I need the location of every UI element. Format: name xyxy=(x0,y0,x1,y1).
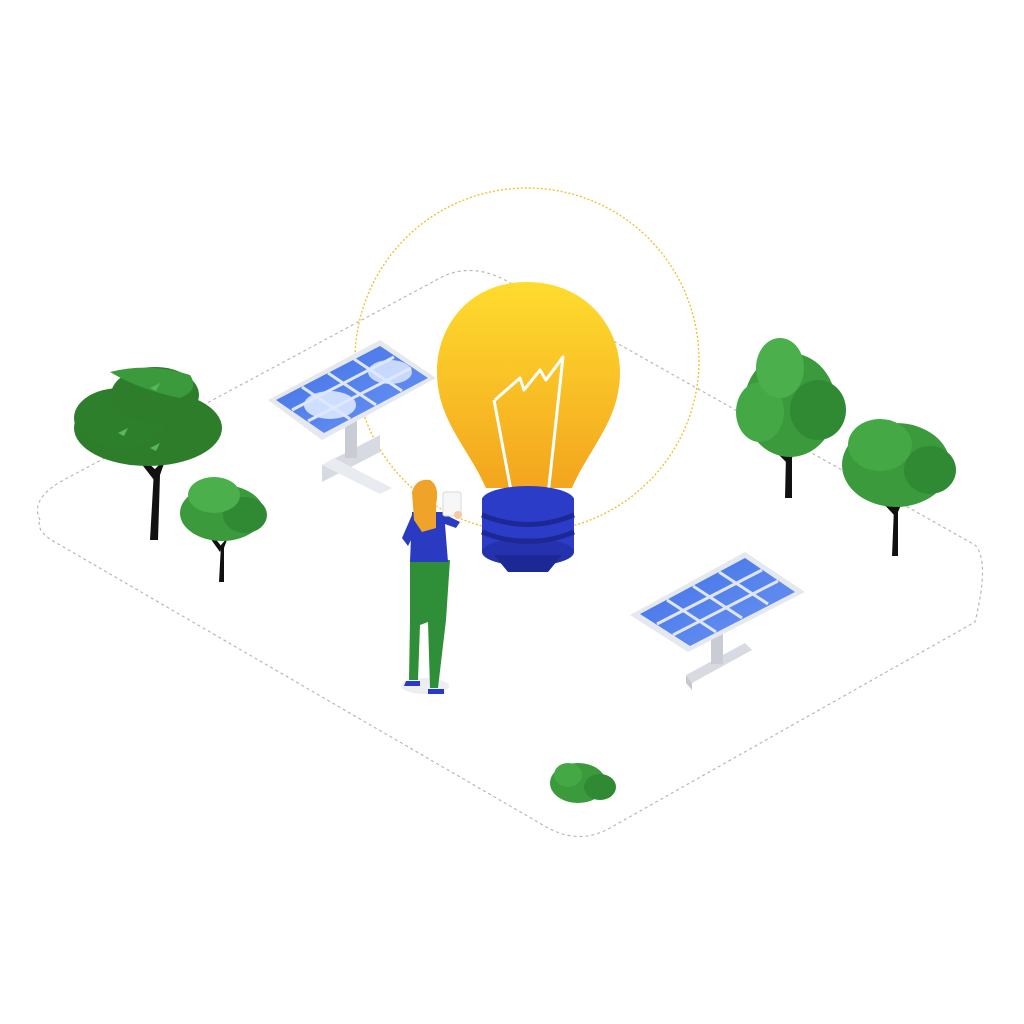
solar-panel-icon xyxy=(268,340,436,494)
person-icon xyxy=(401,479,462,694)
bush-icon xyxy=(550,763,616,803)
solar-panel-icon xyxy=(630,552,805,690)
tree-icon xyxy=(74,367,222,540)
tree-icon xyxy=(736,338,846,498)
tree-icon xyxy=(180,477,267,582)
tree-icon xyxy=(842,419,956,556)
lightbulb-icon xyxy=(437,282,620,572)
platform-outline xyxy=(36,269,984,837)
